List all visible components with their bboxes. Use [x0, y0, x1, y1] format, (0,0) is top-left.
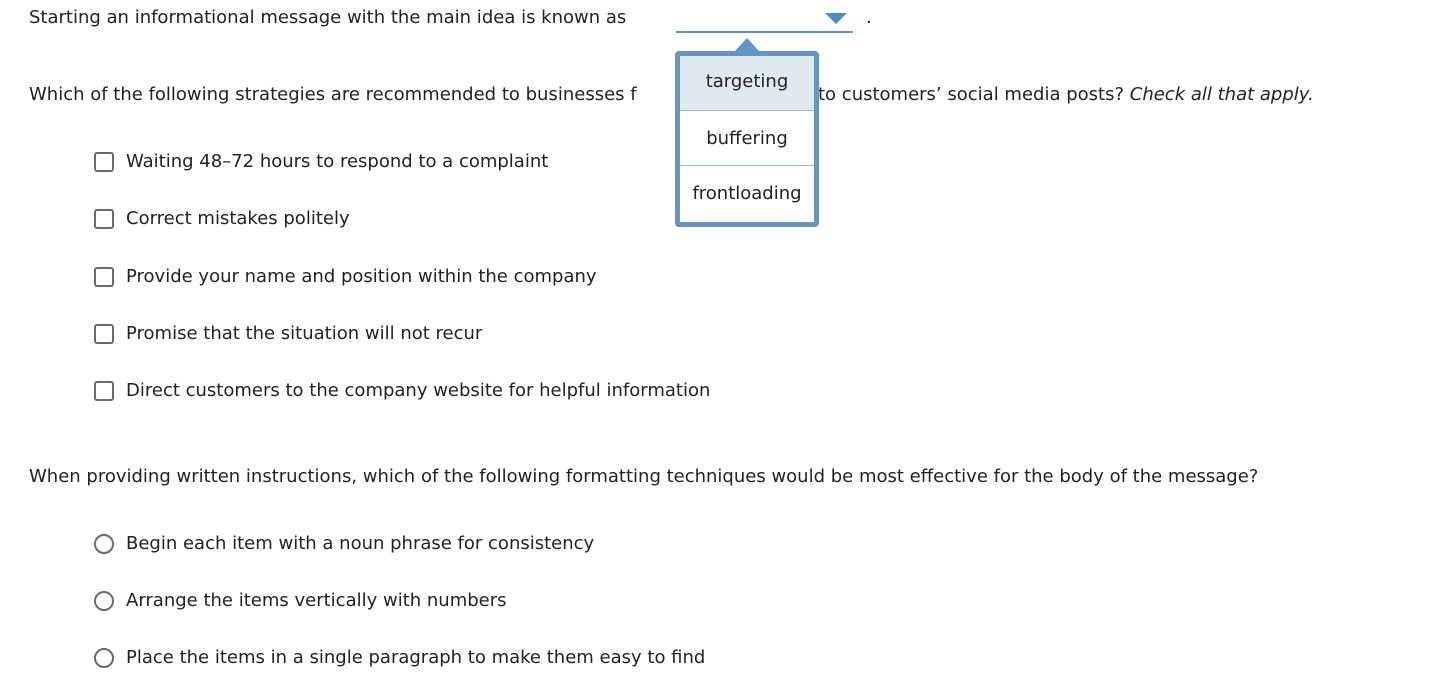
radio-label: Place the items in a single paragraph to… [126, 647, 706, 668]
radio-label: Begin each item with a noun phrase for c… [126, 533, 595, 554]
checkbox-label: Promise that the situation will not recu… [126, 323, 483, 344]
chevron-down-icon[interactable] [825, 13, 847, 24]
checkbox-option[interactable]: Promise that the situation will not recu… [94, 323, 482, 345]
checkbox[interactable] [94, 324, 114, 344]
radio-label: Arrange the items vertically with number… [126, 590, 507, 611]
checkbox-label: Correct mistakes politely [126, 208, 350, 229]
radio-button[interactable] [94, 591, 114, 611]
question-2-text-start: Which of the following strategies are re… [29, 84, 637, 105]
checkbox-option[interactable]: Correct mistakes politely [94, 208, 350, 230]
dropdown-option-buffering[interactable]: buffering [680, 111, 814, 166]
checkbox[interactable] [94, 381, 114, 401]
question-3-text: When providing written instructions, whi… [29, 466, 1259, 487]
question-2-instruction: Check all that apply. [1129, 84, 1314, 105]
checkbox-option[interactable]: Provide your name and position within th… [94, 266, 597, 288]
question-1-period: . [866, 7, 872, 28]
dropdown-menu: targeting buffering frontloading [675, 51, 819, 227]
checkbox[interactable] [94, 267, 114, 287]
radio-button[interactable] [94, 534, 114, 554]
radio-button[interactable] [94, 648, 114, 668]
checkbox-label: Direct customers to the company website … [126, 380, 711, 401]
radio-option[interactable]: Place the items in a single paragraph to… [94, 647, 705, 669]
question-2-text-end: to customers’ social media posts? Check … [818, 84, 1314, 106]
popup-pointer [735, 38, 759, 51]
question-2-text-end-label: to customers’ social media posts? [818, 84, 1125, 105]
checkbox-option[interactable]: Waiting 48–72 hours to respond to a comp… [94, 151, 548, 173]
checkbox[interactable] [94, 152, 114, 172]
dropdown-option-frontloading[interactable]: frontloading [692, 183, 802, 204]
dropdown-option-targeting[interactable]: targeting [680, 56, 814, 111]
checkbox-label: Provide your name and position within th… [126, 266, 597, 287]
checkbox-label: Waiting 48–72 hours to respond to a comp… [126, 151, 549, 172]
question-1-text: Starting an informational message with t… [29, 7, 627, 28]
answer-dropdown[interactable] [676, 6, 853, 33]
checkbox[interactable] [94, 209, 114, 229]
checkbox-option[interactable]: Direct customers to the company website … [94, 380, 710, 402]
radio-option[interactable]: Begin each item with a noun phrase for c… [94, 533, 594, 555]
radio-option[interactable]: Arrange the items vertically with number… [94, 590, 507, 612]
